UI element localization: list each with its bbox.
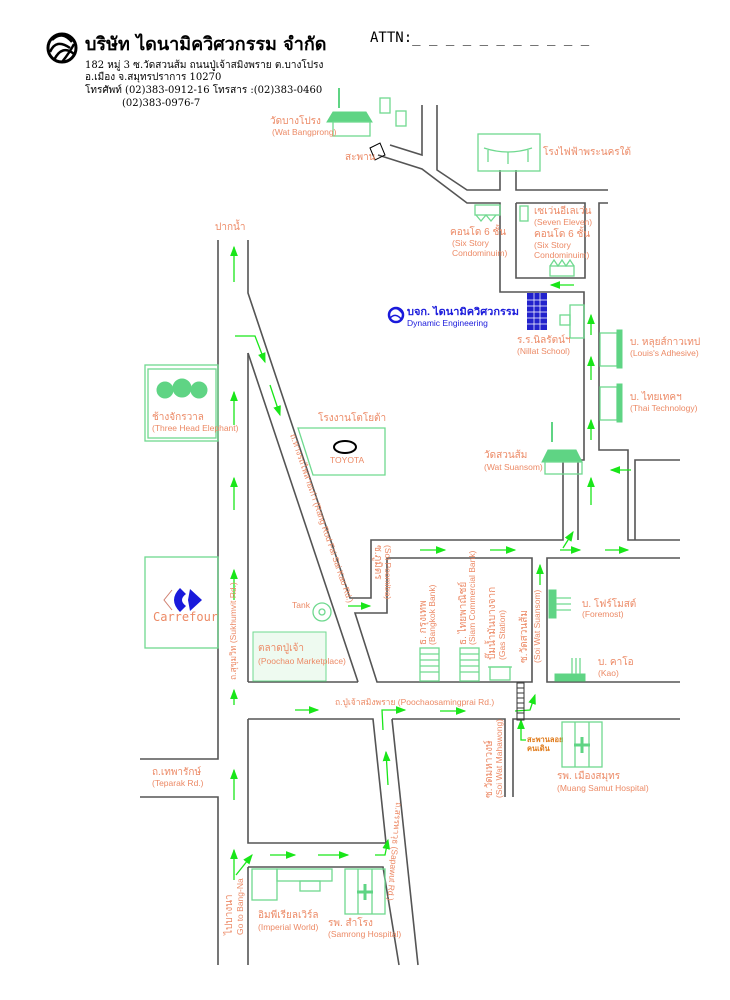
carrefour-box <box>144 556 219 649</box>
gas-station-icon <box>488 666 512 681</box>
company-name: บริษัท ไดนามิควิศวกรรม จำกัด <box>85 33 326 55</box>
samrong-en: (Samrong Hospital) <box>328 929 401 939</box>
address-line: อ.เมือง จ.สมุทรปราการ 10270 <box>85 71 221 83</box>
sapawut-road-label: ถ.สรรพาวุธ (Sapawut Rd.) <box>384 802 404 902</box>
condo-right-th: คอนโด 6 ชั้น <box>534 226 590 240</box>
wat-bangprong-th: วัดบางโปรง <box>270 114 321 127</box>
condo-left-en: Condominuim) <box>452 248 507 258</box>
tank-label: Tank <box>292 600 311 610</box>
wat-bangprong-en: (Wat Bangprong) <box>272 127 337 137</box>
imperial-world-th: อิมพีเรียลเวิร์ล <box>258 909 319 921</box>
toyota-logo-icon <box>333 440 357 454</box>
dynamic-logo-icon <box>387 306 405 324</box>
muang-samut-th: รพ. เมืองสมุทร <box>557 770 621 782</box>
store-icon <box>519 205 529 222</box>
condo-right-en: Condominuim) <box>534 250 589 260</box>
footbridge-icon <box>516 682 525 721</box>
elephant-box <box>144 364 219 442</box>
condo-icon <box>549 258 575 277</box>
bridge-label: สะพาน <box>345 152 376 163</box>
temple-icon <box>541 422 583 475</box>
dynamic-building-icon <box>527 293 547 330</box>
bridge-icon <box>369 142 386 161</box>
factory-icon <box>599 329 623 369</box>
roads <box>140 105 680 966</box>
seven-eleven-th: เซเว่นอีเลเว่น <box>534 205 592 217</box>
imperial-world-en: (Imperial World) <box>258 922 318 932</box>
wat-suansom-en: (Wat Suansom) <box>484 462 543 472</box>
dynamic-name-en: Dynamic Engineering <box>407 318 488 328</box>
temple-icon <box>326 88 373 137</box>
bangna-th: ไปบางนา <box>223 894 235 936</box>
phone-line: โทรศัพท์ (02)383-0912-16 โทรสาร :(02)383… <box>85 83 322 96</box>
gas-station-en: (Gas Station) <box>497 610 507 660</box>
soi-wat-suansom-th: ซ.วัดสวนส้ม <box>518 610 530 663</box>
bank-building-icon <box>459 647 480 682</box>
louis-th: บ. หลุยส์กาวเทป <box>630 336 700 348</box>
traffic-arrows <box>230 245 631 880</box>
condo-right-en: (Six Story <box>534 240 572 250</box>
condo-left-th: คอนโด 6 ชั้น <box>450 224 506 238</box>
school-icon <box>559 304 585 339</box>
soi-poomitra-en: (Soi Poomitra) <box>383 545 393 599</box>
carrefour-label: Carrefour <box>153 610 218 624</box>
samrong-th: รพ. สำโรง <box>328 916 373 929</box>
footbridge-label: คนเดิน <box>527 744 551 753</box>
bangna-en: Go to Bang-Na <box>235 878 245 935</box>
company-logo <box>46 32 78 64</box>
foremost-th: บ. โฟร์โมสต์ <box>582 597 636 610</box>
power-plant-label: โรงไฟฟ้าพระนครใต้ <box>543 145 631 158</box>
condo-icon <box>474 204 501 223</box>
thai-tech-en: (Thai Technology) <box>630 403 698 413</box>
footbridge-label: สะพานลอย <box>527 735 563 744</box>
sukhumvit-road-label: ถ.สุขุมวิท (Sukhumvit Rd.) <box>228 582 239 680</box>
thai-tech-th: บ. ไทยเทคฯ <box>630 391 682 403</box>
tank-icon <box>312 602 332 622</box>
hospital-icon <box>344 868 386 915</box>
attn-field: ATTN:_ _ _ _ _ _ _ _ _ _ _ <box>370 30 590 46</box>
soi-wat-suansom-en: (Soi Wat Suansom) <box>532 589 542 663</box>
seven-eleven-en: (Seven Eleven) <box>534 217 592 227</box>
bank-building-icon <box>419 647 440 682</box>
elephant-en: (Three Head Elephant) <box>152 423 239 433</box>
toyota-box <box>297 427 386 476</box>
factory-icon <box>554 658 586 682</box>
kao-en: (Kao) <box>598 668 619 678</box>
elephant-th: ช้างจักรวาล <box>152 411 204 423</box>
poochao-market-box <box>252 631 327 682</box>
soi-poomitra-th: ซ.ภูมิตร <box>372 545 383 580</box>
condo-left-en: (Six Story <box>452 238 490 248</box>
scb-en: (Siam Commercial Bank) <box>467 550 477 645</box>
imperial-world-icon <box>251 868 333 901</box>
poochao-market-th: ตลาดปู่เจ้า <box>258 642 304 654</box>
soi-mahawong-th: ซ.วัดมหาวงษ์ <box>483 740 495 798</box>
address-line: 182 หมู่ 3 ซ.วัดสวนส้ม ถนนปู่เจ้าสมิงพรา… <box>85 58 323 71</box>
muang-samut-en: (Muang Samut Hospital) <box>557 783 649 793</box>
nillat-school-th: ร.ร.นิลรัตน์ฯ <box>517 334 571 346</box>
scb-th: ธ. ไทยพาณิชย์ <box>457 582 469 645</box>
foremost-en: (Foremost) <box>582 609 624 619</box>
toyota-factory-label: โรงงานโตโยต้า <box>318 411 386 424</box>
phone-line: (02)383-0976-7 <box>122 98 200 109</box>
teparak-th: ถ.เทพารักษ์ <box>152 766 201 778</box>
poochao-road-label: ถ.ปู่เจ้าสมิงพราย (Poochaosamingprai Rd.… <box>335 697 494 708</box>
bangkok-bank-en: (Bangkok Bank) <box>427 584 437 645</box>
building-icon <box>379 97 407 127</box>
poochao-market-en: (Poochao Marketplace) <box>258 656 346 666</box>
soi-mahawong-en: (Soi Wat Mahawong) <box>494 719 504 798</box>
hospital-icon <box>561 721 603 768</box>
bangkok-bank-th: ธ. กรุงเทพ <box>418 600 429 645</box>
factory-icon <box>548 589 571 619</box>
dynamic-name-th: บจก. ไดนามิควิศวกรรม <box>407 305 519 318</box>
teparak-en: (Teparak Rd.) <box>152 778 204 788</box>
louis-en: (Louis's Adhesive) <box>630 348 699 358</box>
wat-suansom-th: วัดสวนส้ม <box>484 449 527 461</box>
paknam-label: ปากน้ำ <box>215 219 245 233</box>
power-plant-icon <box>477 133 541 172</box>
kao-th: บ. คาโอ <box>598 655 634 668</box>
factory-icon <box>599 383 623 423</box>
gas-station-th: ปั๊มน้ำมันบางจาก <box>484 587 498 660</box>
nillat-school-en: (Nillat School) <box>517 346 570 356</box>
toyota-logo-text: TOYOTA <box>330 455 364 465</box>
